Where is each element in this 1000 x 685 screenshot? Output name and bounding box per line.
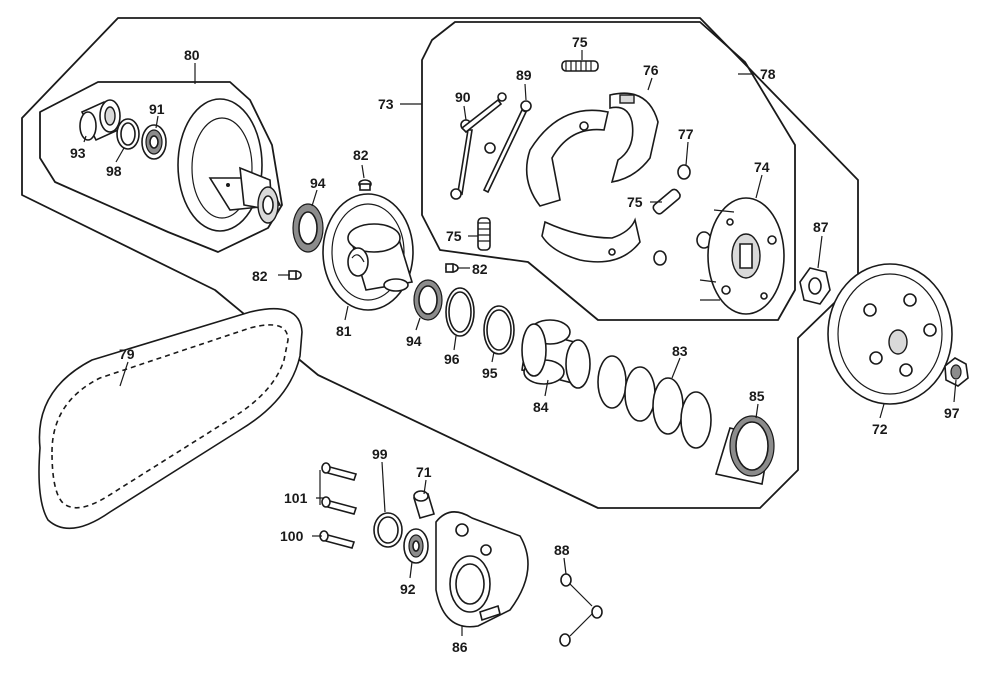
- part-90-link-arm: [450, 92, 507, 200]
- part-82-slide-pin-top: [358, 179, 372, 191]
- part-80-drive-pulley: [177, 98, 282, 232]
- label-94-left: 94: [310, 175, 326, 191]
- part-87-nut: [799, 267, 831, 305]
- label-95: 95: [482, 365, 498, 381]
- leader-lines: [83, 50, 957, 636]
- label-91: 91: [149, 101, 165, 117]
- label-82-top: 82: [353, 147, 369, 163]
- label-75-left: 75: [446, 228, 462, 244]
- part-99-circlip: [373, 512, 403, 548]
- part-76-clutch-shoe-upper: [609, 92, 659, 184]
- label-80: 80: [184, 47, 200, 63]
- part-75-spring-left: [477, 217, 491, 251]
- label-97: 97: [944, 405, 960, 421]
- part-84-collar: [521, 319, 591, 389]
- label-76: 76: [643, 62, 659, 78]
- part-98-circlip: [116, 118, 140, 150]
- part-76-clutch-shoe-middle: [525, 109, 609, 207]
- label-90: 90: [455, 89, 471, 105]
- label-78: 78: [760, 66, 776, 82]
- label-82-right: 82: [472, 261, 488, 277]
- part-76-clutch-shoe-lower: [541, 217, 641, 263]
- label-86: 86: [452, 639, 468, 655]
- part-85-spring-seat: [714, 415, 775, 485]
- part-81-driven-sheave: [322, 193, 414, 311]
- part-97-nut: [944, 357, 969, 387]
- label-84: 84: [533, 399, 549, 415]
- label-93: 93: [70, 145, 86, 161]
- part-88-bolts: [559, 573, 603, 647]
- label-75-right: 75: [627, 194, 643, 210]
- label-99: 99: [372, 446, 388, 462]
- label-94-right: 94: [406, 333, 422, 349]
- label-92: 92: [400, 581, 416, 597]
- part-82-slide-pin-left: [288, 270, 302, 280]
- label-81: 81: [336, 323, 352, 339]
- part-100-bolt: [319, 530, 356, 549]
- part-94-oil-seal-left: [292, 203, 324, 253]
- label-82-left: 82: [252, 268, 268, 284]
- part-95-o-ring: [483, 305, 515, 355]
- part-77-damper-rollers: [653, 164, 712, 266]
- part-74-clutch-carrier-plate: [699, 197, 785, 315]
- part-71-bushing: [413, 490, 435, 519]
- part-93-needle-bearing: [79, 99, 121, 142]
- part-94-oil-seal-right: [413, 279, 443, 321]
- label-72: 72: [872, 421, 888, 437]
- assembly-outline-78: [21, 17, 859, 509]
- label-71: 71: [416, 464, 432, 480]
- part-101-bolts: [321, 462, 358, 515]
- part-91-ball-bearing: [141, 124, 167, 160]
- subgroup-outline-73: [421, 21, 796, 321]
- part-72-clutch-bell: [827, 263, 953, 405]
- callout-labels: 80 91 93 98 94 82 82 82 81 94 96 95 73 9…: [70, 34, 960, 655]
- part-82-slide-pin-right: [445, 263, 459, 273]
- label-101: 101: [284, 490, 308, 506]
- label-77: 77: [678, 126, 694, 142]
- label-88: 88: [554, 542, 570, 558]
- part-96-o-ring: [445, 287, 475, 337]
- label-96: 96: [444, 351, 460, 367]
- part-89-link-arm: [482, 100, 532, 194]
- label-87: 87: [813, 219, 829, 235]
- label-100: 100: [280, 528, 304, 544]
- label-74: 74: [754, 159, 770, 175]
- label-85: 85: [749, 388, 765, 404]
- label-79: 79: [119, 346, 135, 362]
- part-75-spring-right: [652, 188, 681, 215]
- part-86-clutch-cover-plate: [435, 511, 529, 628]
- label-98: 98: [106, 163, 122, 179]
- part-92-bearing: [403, 528, 429, 564]
- label-89: 89: [516, 67, 532, 83]
- part-79-drive-belt: [38, 308, 303, 530]
- part-75-spring-top: [561, 60, 599, 72]
- part-83-compression-spring: [597, 355, 712, 449]
- label-83: 83: [672, 343, 688, 359]
- label-73: 73: [378, 96, 394, 112]
- label-75-top: 75: [572, 34, 588, 50]
